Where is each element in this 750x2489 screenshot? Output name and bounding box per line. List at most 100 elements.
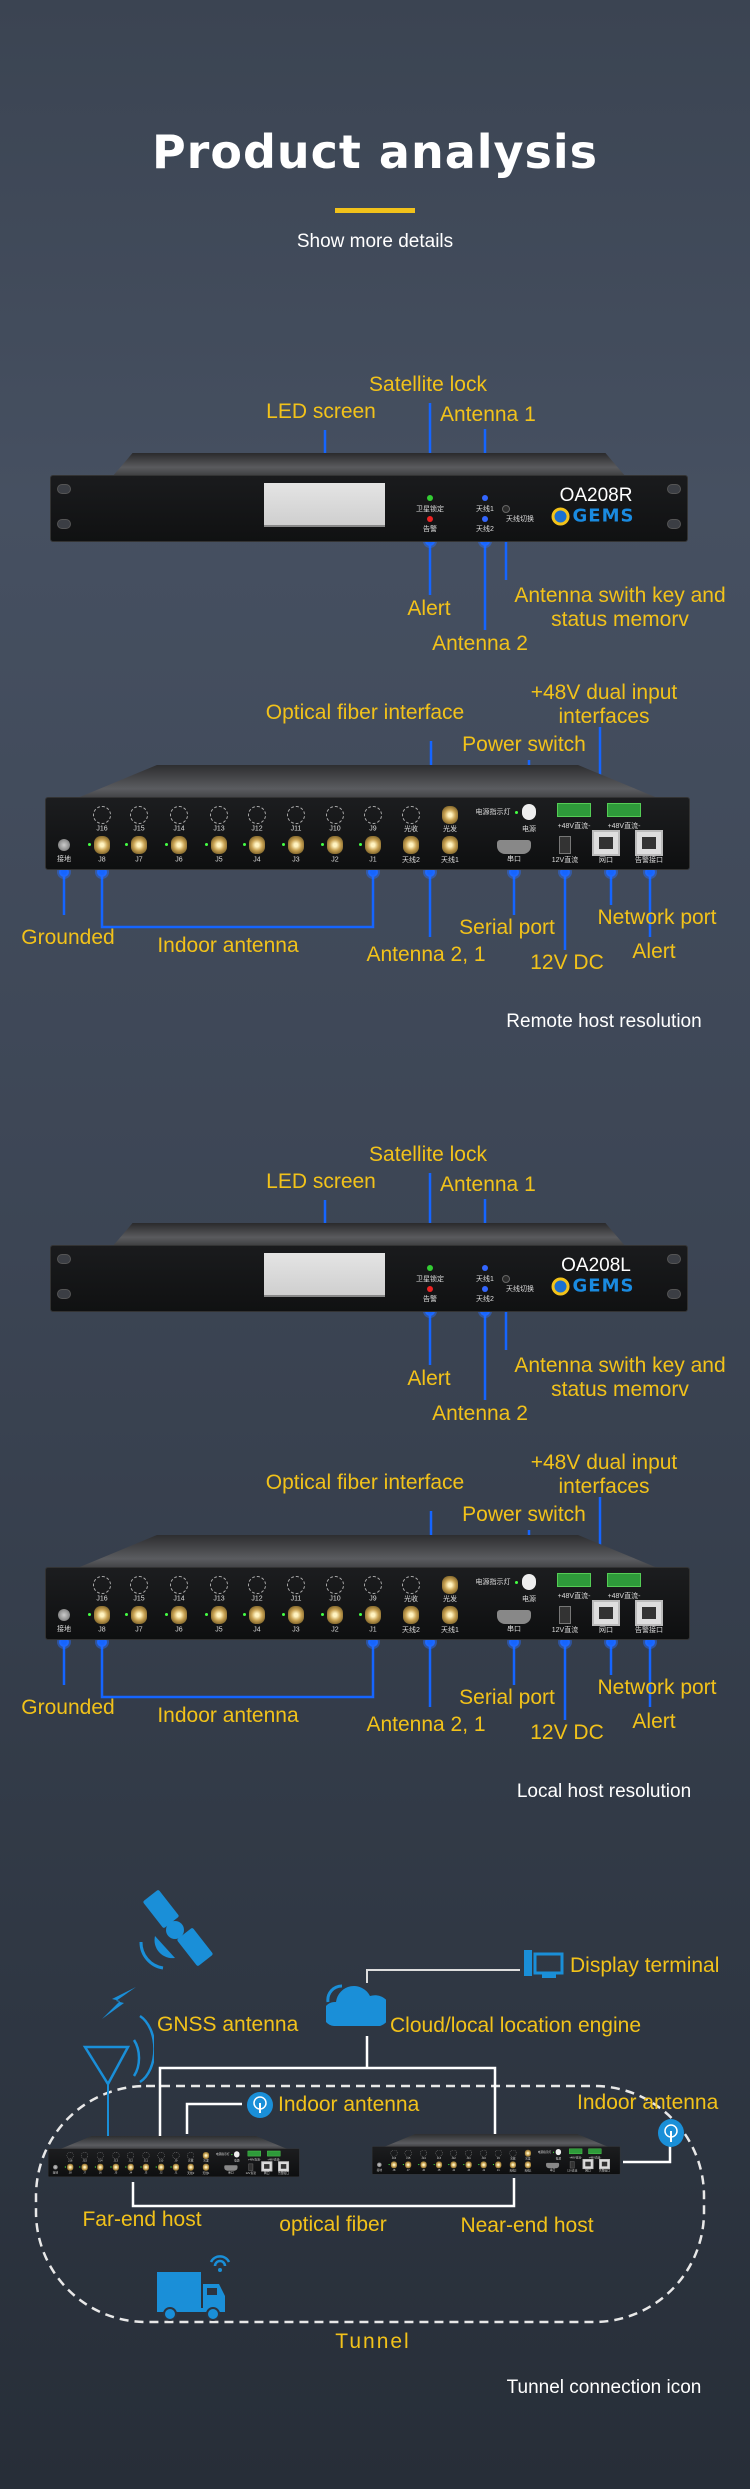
sma-connector: [172, 2163, 180, 2171]
port-silk: J4: [129, 2171, 133, 2175]
callout-optical: Optical fiber interface: [265, 1470, 465, 1494]
dc48-terminal: [557, 803, 591, 817]
ground-silk: 接地: [57, 1626, 71, 1633]
sma-connector: [524, 2161, 532, 2169]
port-silk: J9: [174, 2159, 178, 2163]
callout-switch-line1: Antenna swith key and: [514, 583, 726, 607]
port-silk: J7: [135, 1626, 143, 1634]
callout-alert: Alert: [407, 1366, 451, 1390]
port-led: [463, 2164, 465, 2166]
port-cap: [287, 1576, 305, 1594]
power-indicator-led: [515, 811, 518, 814]
port-silk: J2: [331, 1626, 339, 1634]
callout-switch-line2: status memorv: [551, 607, 689, 631]
port-silk: J1: [369, 856, 377, 864]
led-screen: [264, 1253, 385, 1297]
dc12-silk: 12V直流: [245, 2171, 256, 2175]
sma-connector: [157, 2163, 165, 2171]
callout-led-screen: LED screen: [266, 1169, 376, 1193]
port-led: [110, 2166, 112, 2168]
indoor-antenna-icon: [658, 2119, 684, 2147]
port-silk: J11: [290, 825, 302, 833]
far-end-host-label: Far-end host: [82, 2207, 202, 2231]
tunnel-caption: Tunnel connection icon: [506, 2377, 702, 2398]
port-cap: [172, 2151, 180, 2160]
sma-connector: [131, 836, 147, 854]
callout-switch-line2: status memorv: [551, 1377, 689, 1401]
display-terminal-icon: [524, 1950, 564, 1978]
indoor-antenna-icon: [247, 2092, 273, 2118]
port-silk: 光发: [525, 2157, 531, 2161]
sma-connector: [403, 1606, 419, 1624]
antenna1-silk: 天线1: [476, 1276, 494, 1283]
port-cap: [402, 1576, 420, 1594]
chassis-top: [112, 1223, 626, 1247]
truck-icon: [157, 2255, 231, 2321]
callout-antenna2: Antenna 2: [432, 631, 528, 655]
port-silk: J14: [98, 2159, 103, 2163]
power-indicator-led: [231, 2153, 233, 2156]
chassis-top: [59, 2136, 288, 2150]
display-terminal-label: Display terminal: [570, 1953, 720, 1977]
port-silk: J9: [496, 2157, 500, 2160]
antenna-switch-button: [502, 1275, 510, 1283]
alert-port-silk: 告警接口: [635, 1627, 663, 1634]
port-led: [165, 843, 168, 846]
callout-optical: Optical fiber interface: [265, 700, 465, 724]
callout-indoor: Indoor antenna: [157, 933, 299, 957]
led-screen: [264, 483, 385, 527]
callout-network: Network port: [597, 905, 717, 929]
callout-dc12: 12V DC: [530, 950, 604, 974]
alert-led: [427, 1286, 433, 1292]
gems-logo-mark: [551, 1277, 570, 1295]
port-cap: [326, 806, 344, 824]
power-silk: 电源: [555, 2157, 562, 2161]
port-silk: 天线1: [202, 2171, 210, 2175]
sma-connector: [202, 2163, 210, 2171]
antenna2-silk: 天线2: [476, 1296, 494, 1303]
port-silk: J12: [128, 2159, 133, 2163]
port-led: [205, 843, 208, 846]
power-switch: [555, 2149, 562, 2156]
satellite-icon: [139, 1890, 213, 1970]
alert-port: [635, 830, 663, 856]
sma-connector: [327, 836, 343, 854]
port-silk: J3: [467, 2169, 471, 2172]
dc48-silk: +48V直流-: [607, 823, 641, 830]
indoor-antenna-right-label: Indoor antenna: [577, 2090, 719, 2114]
serial-port: [497, 1610, 531, 1624]
dc48-terminal: [557, 1573, 591, 1587]
port-led: [321, 1613, 324, 1616]
port-led: [79, 2166, 81, 2168]
callout-antenna2: Antenna 2: [432, 1401, 528, 1425]
callout-serial: Serial port: [459, 915, 555, 939]
port-cap: [450, 2149, 458, 2157]
antenna1-led: [482, 1265, 488, 1271]
antenna-switch-silk: 天线切换: [506, 1286, 534, 1293]
callout-antenna21: Antenna 2, 1: [366, 942, 486, 966]
serial-silk: 串口: [228, 2171, 234, 2175]
chassis-top: [383, 2134, 609, 2148]
callout-antenna1: Antenna 1: [440, 402, 536, 426]
callout-network: Network port: [597, 1675, 717, 1699]
port-silk: J8: [392, 2169, 396, 2172]
callout-satellite-lock: Satellite lock: [369, 372, 487, 396]
sma-connector: [288, 836, 304, 854]
port-led: [243, 843, 246, 846]
port-silk: J16: [96, 1595, 108, 1603]
satellite-lock-silk: 卫星锁定: [416, 506, 444, 513]
port-cap: [248, 1576, 266, 1594]
sma-connector: [171, 1606, 187, 1624]
port-cap: [364, 1576, 382, 1594]
serial-port: [224, 2165, 238, 2171]
alert-silk: 告警: [423, 526, 437, 533]
sma-connector: [420, 2161, 427, 2169]
power-indicator-led: [515, 1581, 518, 1584]
satellite-lock-silk: 卫星锁定: [416, 1276, 444, 1283]
alert-silk: 告警: [423, 1296, 437, 1303]
port-silk: J1: [174, 2171, 178, 2175]
gems-logo-mark: [551, 507, 570, 525]
port-cap: [404, 2149, 412, 2157]
